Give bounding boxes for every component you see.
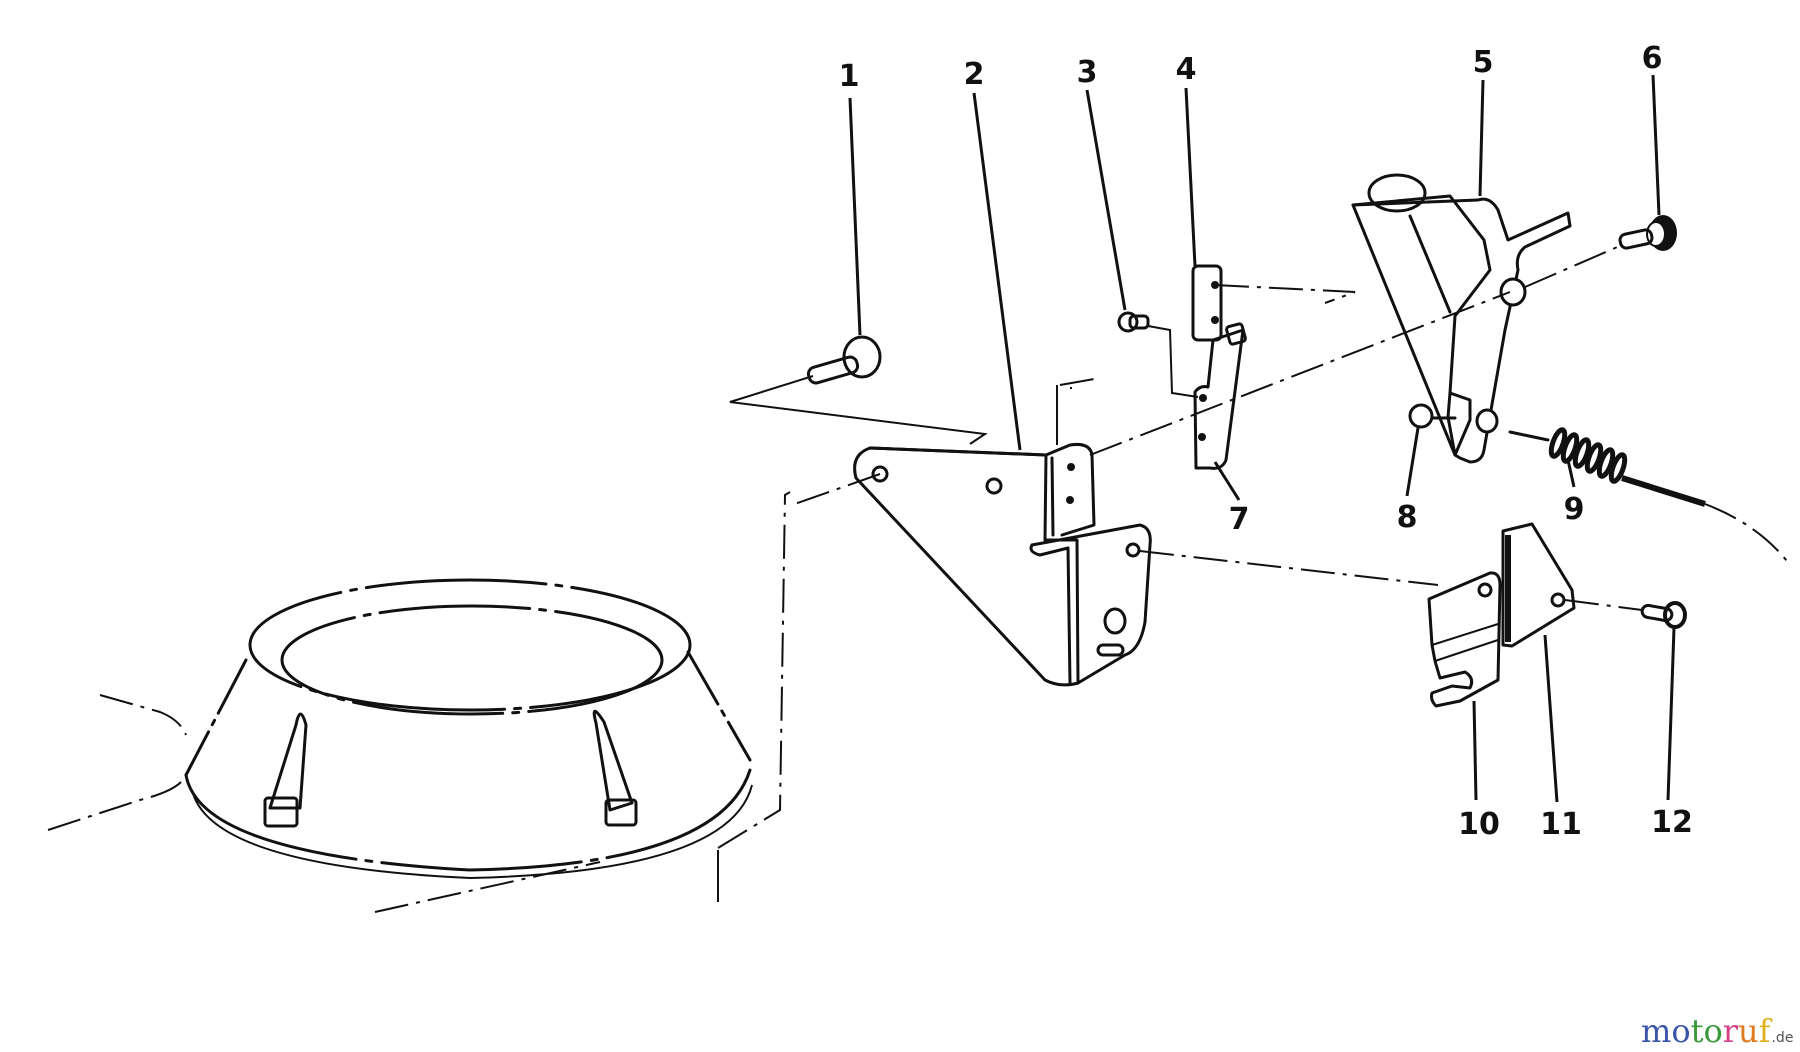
- motoruf-watermark-logo: motoruf.de: [1641, 1012, 1793, 1050]
- watermark-letter: u: [1738, 1012, 1759, 1050]
- callout-label-8: 8: [1396, 500, 1418, 535]
- callout-label-5: 5: [1472, 45, 1494, 80]
- callout-leaders: [848, 74, 1676, 803]
- plate-part-4: [1191, 264, 1356, 342]
- screw-part-12: [1564, 599, 1687, 629]
- bracket-part-10: [1139, 550, 1502, 708]
- watermark-letter: t: [1690, 1012, 1704, 1050]
- callout-label-2: 2: [963, 57, 985, 92]
- watermark-letter: r: [1722, 1012, 1739, 1050]
- screw-part-3: [1117, 311, 1199, 398]
- watermark-letter: o: [1703, 1012, 1723, 1050]
- ball-part-8: [1408, 403, 1457, 429]
- screw-part-1: [729, 335, 988, 445]
- callout-label-1: 1: [838, 59, 860, 94]
- spring-cable-part-9: [1508, 427, 1791, 566]
- screw-part-6: [1618, 215, 1677, 251]
- callout-label-7: 7: [1228, 502, 1250, 537]
- callout-label-6: 6: [1641, 41, 1663, 76]
- plate-part-11: [1501, 522, 1576, 648]
- callout-label-9: 9: [1563, 492, 1585, 527]
- callout-label-4: 4: [1175, 52, 1197, 87]
- watermark-letter: f: [1758, 1012, 1771, 1050]
- watermark-letter: m: [1641, 1012, 1672, 1050]
- callout-label-11: 11: [1540, 807, 1582, 842]
- callout-label-10: 10: [1458, 807, 1500, 842]
- engine-shroud: [47, 491, 791, 913]
- callout-label-3: 3: [1076, 55, 1098, 90]
- main-bracket: [853, 443, 1152, 687]
- watermark-suffix: .de: [1771, 1030, 1794, 1046]
- lever-part-7: [1193, 322, 1247, 470]
- throttle-lever-part-5: [1351, 173, 1572, 464]
- watermark-letter: o: [1671, 1012, 1691, 1050]
- callout-label-12: 12: [1651, 805, 1693, 840]
